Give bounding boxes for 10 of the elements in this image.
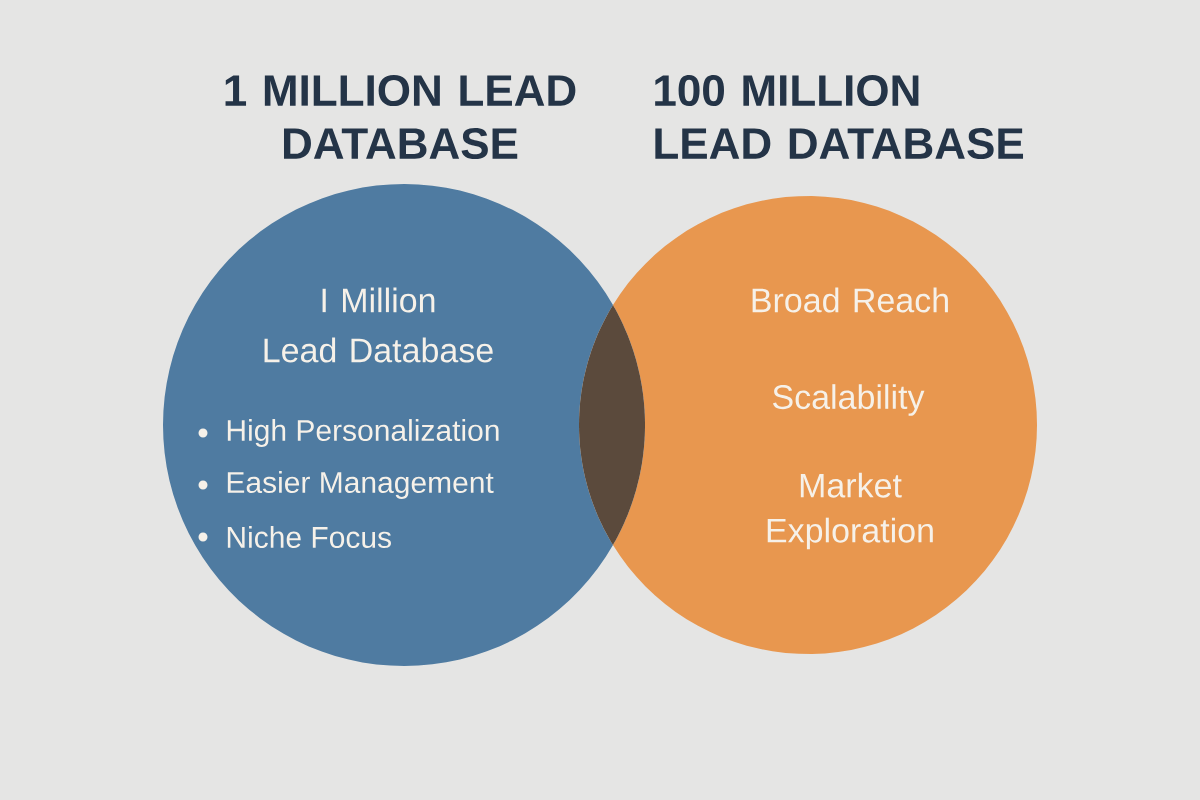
- heading: 100 MILLION LEAD DATABASE: [655, 74, 1023, 160]
- bullet-item: Easier Management: [198, 471, 494, 499]
- circle-title: I Million Lead Database: [264, 287, 493, 363]
- circle-item: Broad Reach: [752, 287, 948, 313]
- bullet-item: Niche Focus: [198, 526, 391, 548]
- venn-circle: [579, 196, 1037, 654]
- circle-item: Scalability: [773, 384, 925, 416]
- circle-item: Market Exploration: [767, 472, 933, 550]
- heading: 1 MILLION LEAD DATABASE: [225, 74, 576, 160]
- bullet-item: High Personalization: [198, 419, 499, 447]
